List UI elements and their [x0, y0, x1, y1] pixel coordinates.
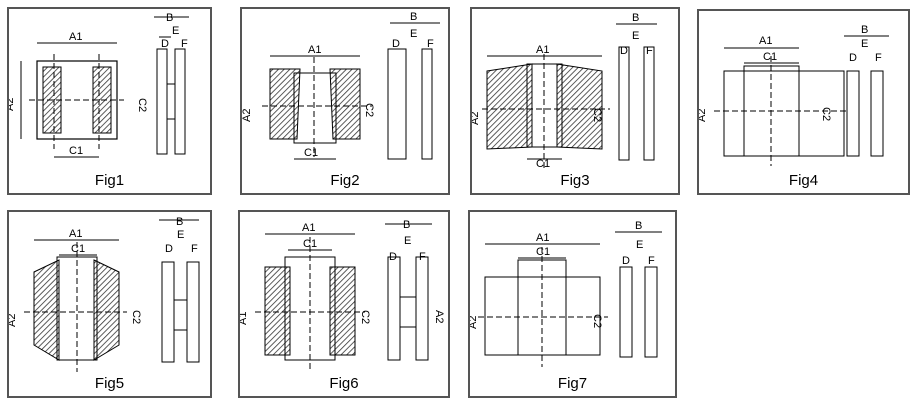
figure-panel-3: A1 A2 C1 B D E F C2 Fig3: [470, 7, 680, 195]
fig7-c2-label: C2: [591, 314, 603, 328]
figure-caption-1: Fig1: [94, 172, 125, 189]
fig1-a1-label: A1: [69, 31, 82, 43]
fig3-c1-label: C1: [536, 158, 550, 170]
fig5-c1-label: C1: [71, 243, 85, 255]
fig4-f-label: F: [875, 52, 882, 64]
fig5-a1-label: A1: [69, 228, 82, 240]
fig2-a2-label: A2: [242, 109, 253, 122]
fig6-c1-label: C1: [303, 238, 317, 250]
fig7-c1-label: C1: [536, 246, 550, 258]
fig4-a1-label: A1: [759, 35, 772, 47]
fig5-f-label: F: [191, 243, 198, 255]
figure-caption-4: Fig4: [788, 172, 819, 189]
fig3-drawing: A1 A2 C1 B D E F C2: [472, 12, 657, 170]
fig7-f-label: F: [648, 255, 655, 267]
fig6-a1-label: A1: [302, 222, 315, 234]
fig1-d-label: D: [161, 38, 169, 50]
fig6-d-label: D: [389, 251, 397, 263]
fig6-drawing: A1 C1 A1 C2 B D E F A2: [240, 219, 445, 372]
fig1-f-label: F: [181, 38, 188, 50]
fig7-e-label: E: [636, 239, 643, 251]
fig1-b-label: B: [166, 12, 173, 24]
fig4-d-label: D: [849, 52, 857, 64]
figure-panel-7: A1 C1 A2 C2 B D E F Fig7: [468, 210, 677, 398]
figure-panel-6: A1 C1 A1 C2 B D E F A2 Fig6: [238, 210, 450, 398]
fig5-drawing: A1 C1 A2 C2 B D E F: [9, 216, 200, 372]
fig7-a1-label: A1: [536, 232, 549, 244]
fig5-c2-label: C2: [130, 310, 142, 324]
fig4-c2-label: C2: [820, 107, 832, 121]
fig2-c2-label: C2: [363, 103, 375, 117]
figure-panel-2: A1 A2 C1 B D E F C2 Fig2: [240, 7, 450, 195]
fig7-b-label: B: [635, 220, 642, 232]
fig7-d-label: D: [622, 255, 630, 267]
fig2-c1-label: C1: [304, 147, 318, 159]
figure-caption-6: Fig6: [329, 375, 359, 392]
fig7-a2-label: A2: [470, 316, 479, 329]
fig6-f-label: F: [419, 251, 426, 263]
fig4-c1-label: C1: [763, 51, 777, 63]
fig3-f-label: F: [646, 45, 653, 57]
figure-caption-3: Fig3: [560, 172, 590, 189]
fig6-c2-label: C2: [359, 310, 371, 324]
fig5-e-label: E: [177, 229, 184, 241]
fig1-drawing: A1 A2 C1 B D E F C2: [9, 12, 189, 158]
fig2-a1-label: A1: [308, 44, 321, 56]
fig6-b-label: B: [403, 219, 410, 231]
fig2-b-label: B: [410, 11, 417, 23]
fig1-c1-label: C1: [69, 145, 83, 157]
figure-panel-4: A1 C1 A2 C2 B D E F Fig4: [697, 9, 910, 195]
fig5-d-label: D: [165, 243, 173, 255]
fig3-e-label: E: [632, 30, 639, 42]
fig2-d-label: D: [392, 38, 400, 50]
fig6-e-label: E: [404, 235, 411, 247]
fig4-drawing: A1 C1 A2 C2 B D E F: [699, 24, 889, 166]
fig3-a2-label: A2: [472, 112, 481, 125]
fig4-b-label: B: [861, 24, 868, 36]
fig2-f-label: F: [427, 38, 434, 50]
fig7-drawing: A1 C1 A2 C2 B D E F: [470, 220, 662, 367]
fig5-b-label: B: [176, 216, 183, 228]
figure-panel-5: A1 C1 A2 C2 B D E F Fig5: [7, 210, 212, 398]
fig2-e-label: E: [410, 28, 417, 40]
figure-caption-5: Fig5: [94, 375, 125, 392]
fig2-drawing: A1 A2 C1 B D E F C2: [242, 11, 440, 160]
figure-panel-1: A1 A2 C1 B D E F C2 Fig1: [7, 7, 212, 195]
fig1-e-label: E: [172, 25, 179, 37]
fig6-a2-label-left: A1: [240, 312, 249, 325]
fig4-e-label: E: [861, 38, 868, 50]
figure-caption-2: Fig2: [330, 172, 360, 189]
fig1-a2-label: A2: [9, 98, 16, 111]
fig1-c2-label: C2: [136, 98, 148, 112]
fig3-b-label: B: [632, 12, 639, 24]
fig3-c2-label: C2: [591, 108, 603, 122]
fig5-a2-label: A2: [9, 314, 18, 327]
figure-caption-7: Fig7: [557, 375, 588, 392]
fig3-d-label: D: [620, 45, 628, 57]
fig6-a2-label: A2: [433, 310, 445, 323]
fig4-a2-label: A2: [699, 109, 708, 122]
fig3-a1-label: A1: [536, 44, 549, 56]
